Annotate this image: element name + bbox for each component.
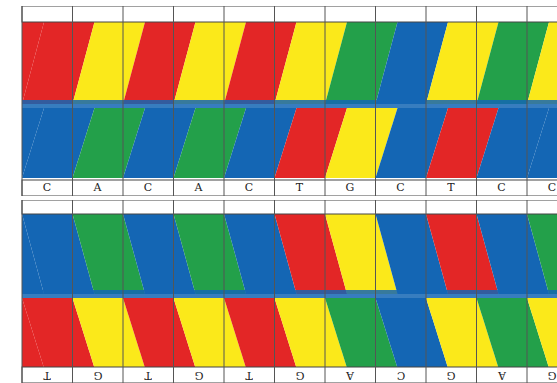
base-letter: G [275,367,325,383]
base-letter: G [527,367,557,383]
column-divider [274,6,275,196]
column-divider [72,6,73,196]
base-letter: T [22,367,72,383]
column-divider [476,6,477,196]
column-divider [527,200,528,383]
column-divider [173,200,174,383]
base-letter: C [527,180,557,196]
margin [0,196,557,200]
column-divider [22,6,23,196]
base-letter: C [376,367,426,383]
base-letter: C [376,180,426,196]
column-divider [224,200,225,383]
column-divider [426,6,427,196]
column-divider [426,200,427,383]
column-divider [224,6,225,196]
margin [0,6,22,198]
base-letter: T [224,367,274,383]
column-divider [527,6,528,196]
base-letter: A [174,180,224,196]
base-letter: A [477,367,527,383]
margin [0,200,22,383]
column-divider [22,200,23,383]
base-letter: G [426,367,476,383]
color-band [527,22,557,104]
base-letter: G [174,367,224,383]
column-divider [476,200,477,383]
column-divider [325,200,326,383]
color-band [527,108,557,178]
column-divider [123,6,124,196]
column-divider [123,200,124,383]
base-letter: T [123,367,173,383]
base-letter: A [325,367,375,383]
base-letter: C [477,180,527,196]
column-divider [325,6,326,196]
base-letter: T [426,180,476,196]
column-divider [173,6,174,196]
color-band [527,298,557,368]
base-letter: G [325,180,375,196]
blend-band [0,100,557,108]
base-letter: T [275,180,325,196]
base-letter: C [22,180,72,196]
column-divider [72,200,73,383]
base-letter: C [123,180,173,196]
blend-band [0,290,557,298]
base-letter: C [224,180,274,196]
color-band [527,214,557,294]
margin [0,0,557,6]
column-divider [375,200,376,383]
column-divider [274,200,275,383]
base-letter: G [73,367,123,383]
base-letter: A [73,180,123,196]
column-divider [375,6,376,196]
